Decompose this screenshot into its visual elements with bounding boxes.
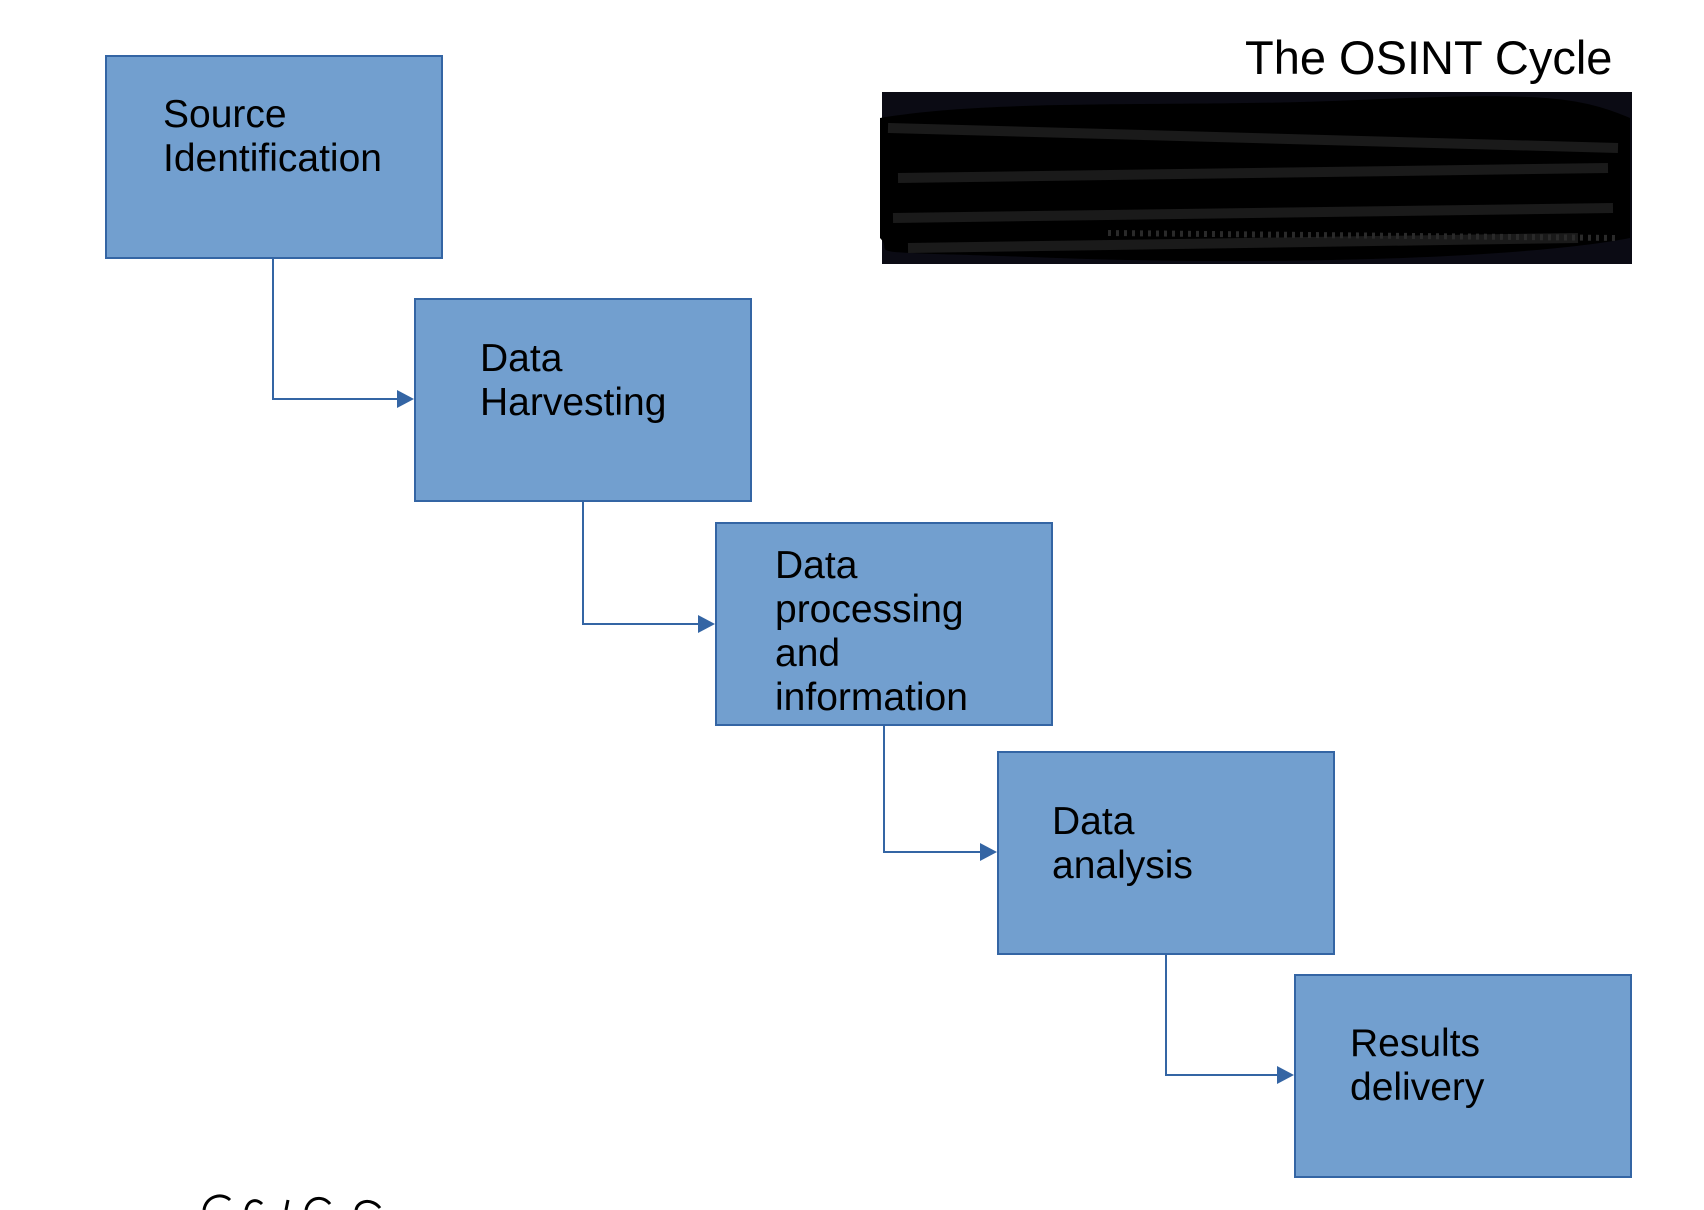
arrowhead-delivery <box>1277 1066 1294 1084</box>
step-source-identification-label: Source Identification <box>163 93 382 180</box>
connector-harvest-to-process <box>582 502 702 625</box>
diagram-title: The OSINT Cycle <box>1245 31 1613 84</box>
step-data-processing <box>715 522 1053 726</box>
step-data-harvesting <box>414 298 752 502</box>
redacted-scribble <box>880 92 1632 264</box>
step-source-identification <box>105 55 443 259</box>
step-results-delivery-label: Results delivery <box>1350 1022 1485 1109</box>
arrowhead-harvest <box>397 390 414 408</box>
connector-source-to-harvest <box>272 259 401 400</box>
step-data-harvesting-label: Data Harvesting <box>480 337 667 424</box>
arrowhead-analysis <box>980 843 997 861</box>
connector-process-to-analysis <box>883 726 984 853</box>
step-data-analysis <box>997 751 1335 955</box>
connector-analysis-to-delivery <box>1165 955 1281 1076</box>
arrowhead-process <box>698 615 715 633</box>
step-data-analysis-label: Data analysis <box>1052 800 1193 887</box>
step-data-processing-label: Data processing and information <box>775 544 968 719</box>
step-results-delivery <box>1294 974 1632 1178</box>
cut-off-caption-fragment <box>202 1194 382 1210</box>
